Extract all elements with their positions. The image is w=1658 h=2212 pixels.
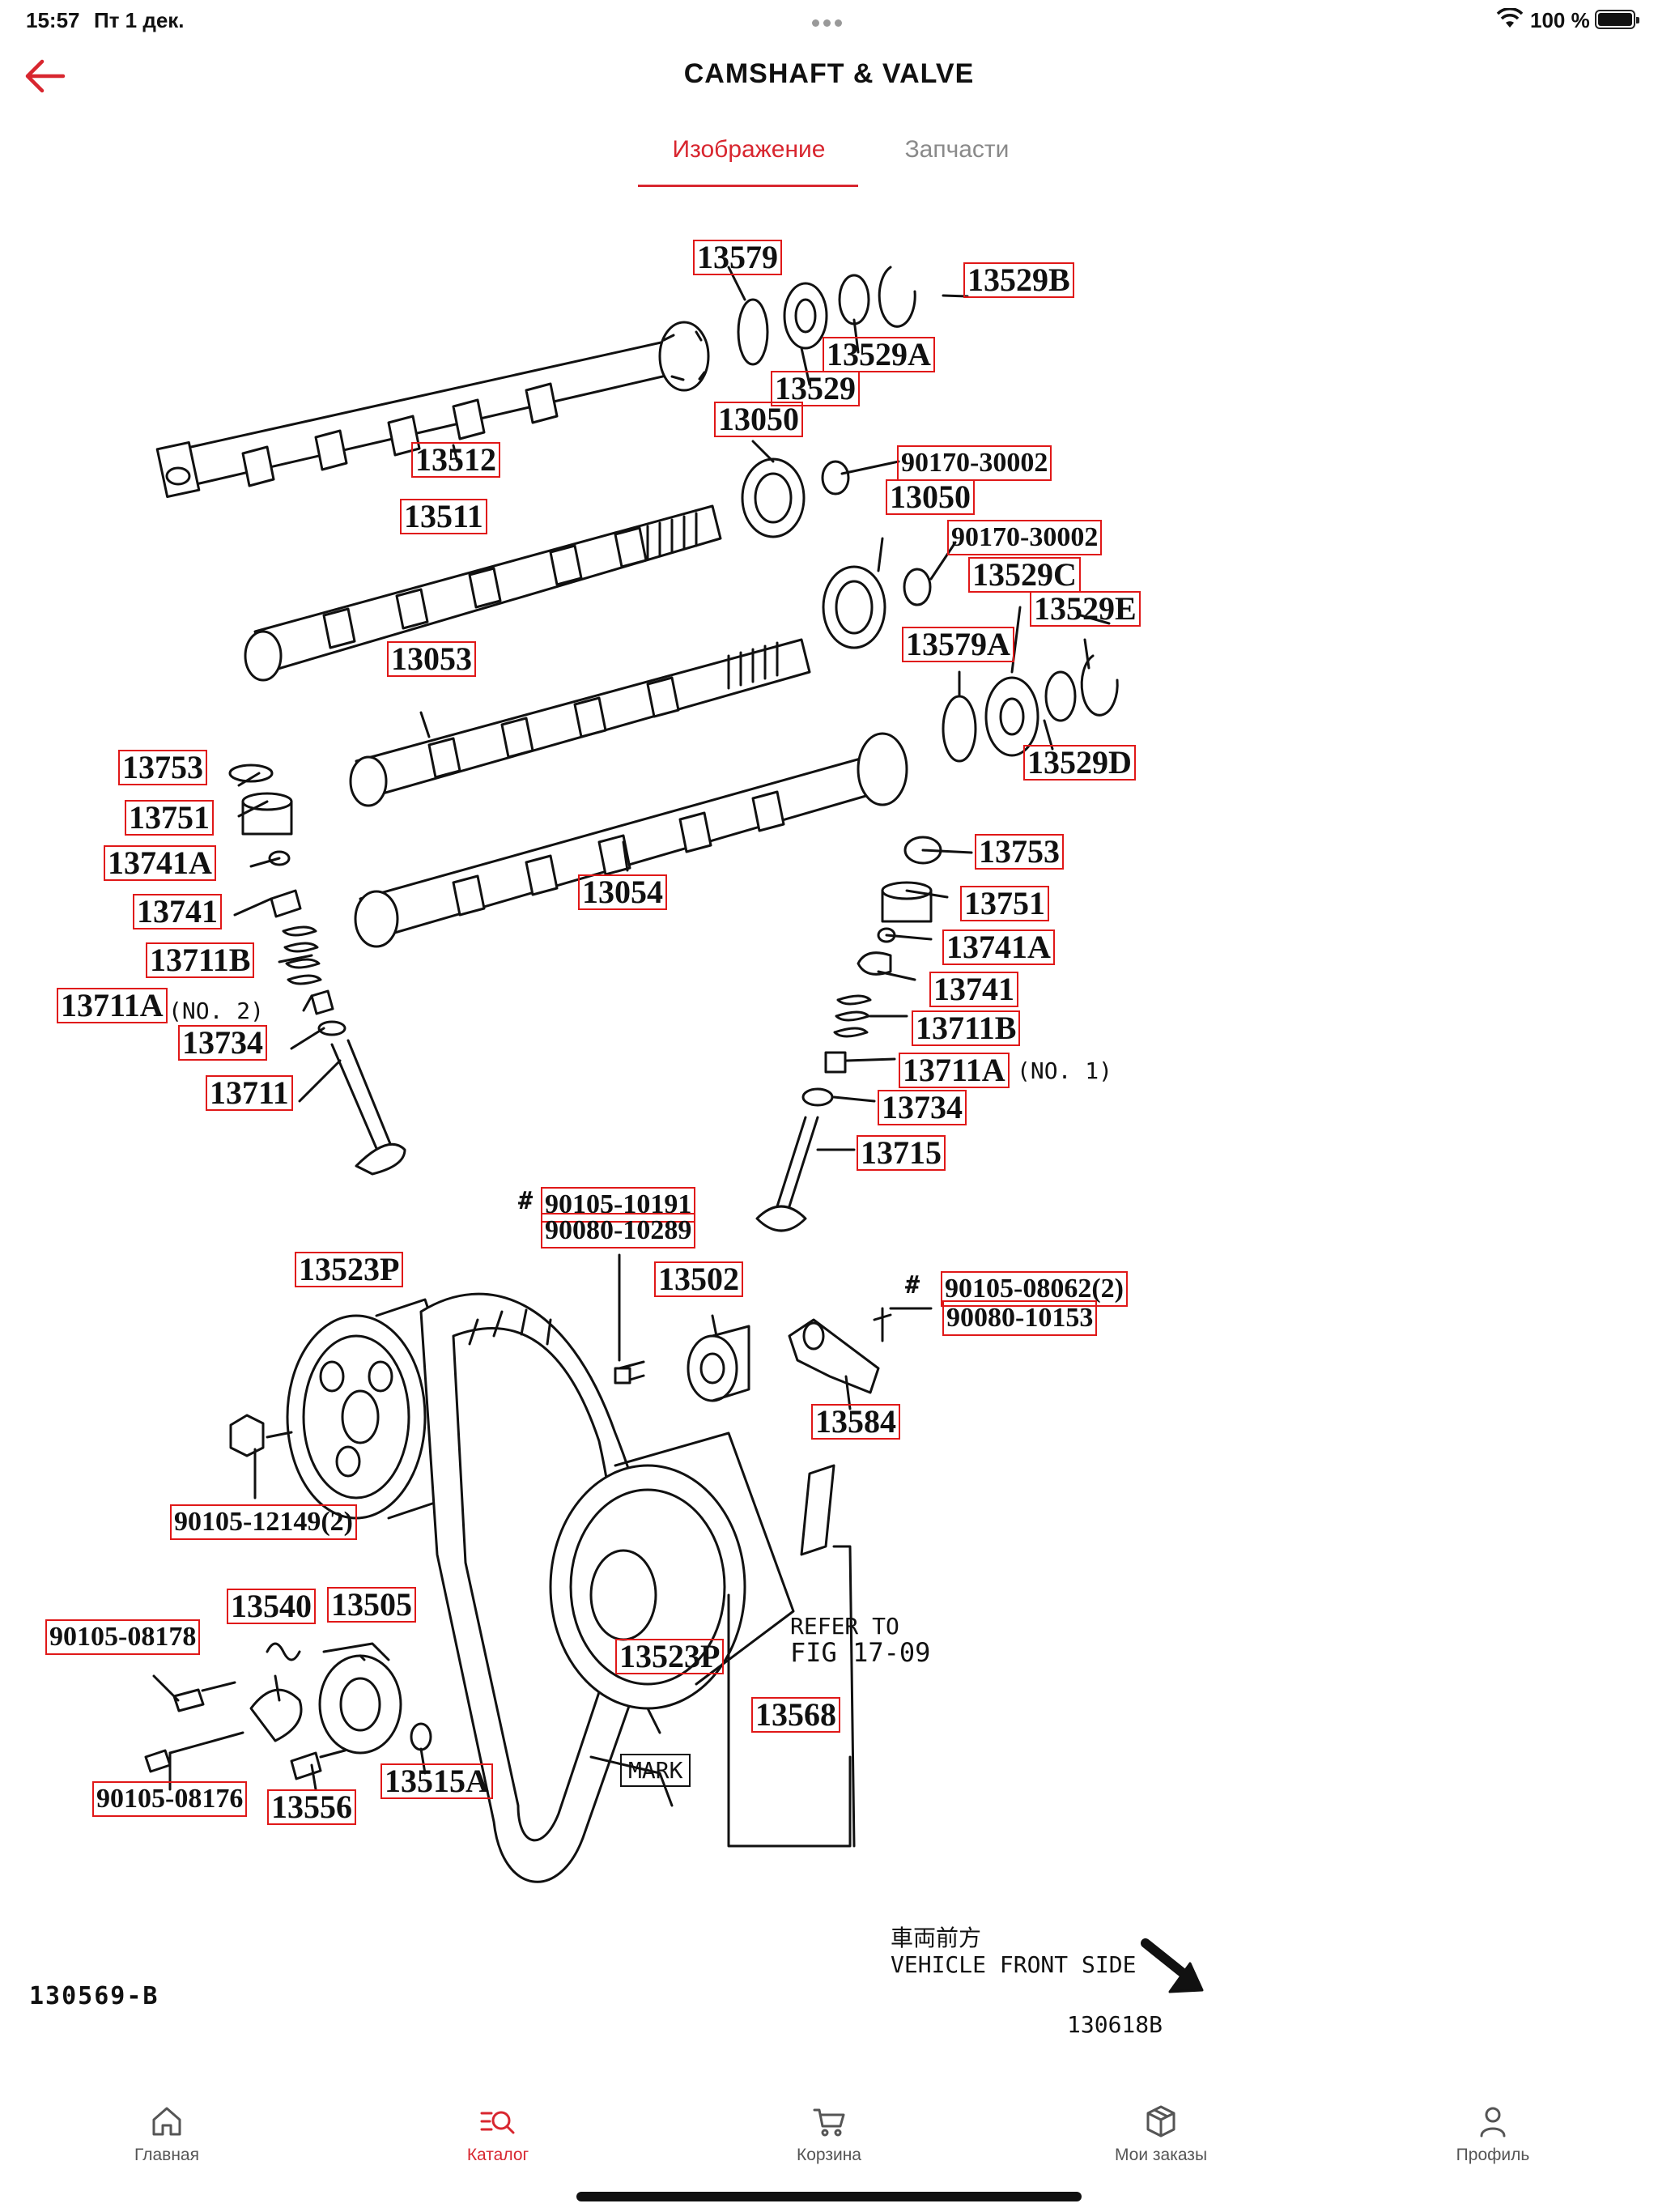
part-label-90105-08176[interactable]: 90105-08176 [92,1781,248,1817]
part-label-13711a-right[interactable]: 13711A [899,1053,1010,1088]
active-tab-indicator [638,185,858,187]
note-code-right: 130618B [1067,2011,1163,2038]
status-time: 15:57 [26,8,80,32]
tab-image[interactable]: Изображение [672,136,826,163]
part-label-13711a-left[interactable]: 13711A [57,988,168,1023]
note-fig: FIG 17-09 [790,1637,931,1668]
part-label-13734-left[interactable]: 13734 [178,1025,267,1061]
status-date: Пт 1 дек. [94,8,185,32]
status-bar: 15:57 Пт 1 дек. 100 % [0,0,1658,39]
wifi-icon [1496,8,1524,28]
arrow-left-icon [25,59,66,93]
note-hash-2: # [905,1271,922,1300]
part-label-13511[interactable]: 13511 [400,499,487,534]
part-label-13523p-upper[interactable]: 13523P [295,1252,404,1287]
tab-bar: Изображение Запчасти [0,130,1658,188]
part-label-13512[interactable]: 13512 [411,442,500,478]
box-icon [1146,2105,1175,2138]
part-label-13529[interactable]: 13529 [771,371,860,406]
part-label-13715[interactable]: 13715 [857,1135,946,1171]
part-label-90170-30002-upper[interactable]: 90170-30002 [897,445,1052,481]
catalog-search-icon [480,2111,515,2134]
nav-catalog[interactable]: Каталог [401,2095,595,2176]
note-no1: (NO. 1) [1017,1057,1113,1084]
part-label-13711[interactable]: 13711 [206,1075,293,1111]
part-label-90080-10153[interactable]: 90080-10153 [942,1300,1098,1336]
part-label-13568[interactable]: 13568 [751,1697,840,1733]
part-label-13741a-right[interactable]: 13741A [942,929,1055,965]
part-label-13529e[interactable]: 13529E [1030,591,1141,627]
part-label-13515a[interactable]: 13515A [380,1763,493,1799]
note-mark: MARK [620,1754,691,1787]
part-label-13050-lower[interactable]: 13050 [886,479,975,515]
part-label-13579[interactable]: 13579 [693,240,782,275]
nav-profile-label: Профиль [1456,2146,1530,2164]
part-label-13753-right[interactable]: 13753 [975,834,1064,870]
part-label-13584[interactable]: 13584 [811,1404,900,1440]
part-label-13753-left[interactable]: 13753 [118,750,207,785]
part-label-13556[interactable]: 13556 [267,1789,356,1825]
battery-percent: 100 % [1530,8,1590,32]
page-title: CAMSHAFT & VALVE [683,58,975,89]
part-label-13751-left[interactable]: 13751 [125,800,214,836]
nav-catalog-label: Каталог [466,2146,529,2164]
part-label-13502[interactable]: 13502 [654,1261,743,1297]
nav-home-label: Главная [134,2146,199,2164]
home-icon [152,2107,181,2136]
part-label-13711b-left[interactable]: 13711B [146,942,255,978]
part-label-13529a[interactable]: 13529A [823,337,935,372]
part-label-13741a-left[interactable]: 13741A [104,845,216,881]
part-label-13741-right[interactable]: 13741 [929,972,1018,1007]
battery-icon [1595,10,1639,29]
part-label-13741-left[interactable]: 13741 [133,894,222,929]
nav-home[interactable]: Главная [70,2095,264,2176]
part-label-90105-08062[interactable]: 90105-08062(2) [941,1271,1128,1307]
back-button[interactable] [23,57,70,96]
part-label-13529c[interactable]: 13529C [968,557,1081,593]
part-label-13505[interactable]: 13505 [327,1587,416,1623]
part-label-13711b-right[interactable]: 13711B [912,1010,1021,1046]
cart-icon [813,2108,845,2137]
note-front-en: VEHICLE FRONT SIDE [891,1951,1137,1978]
note-no2: (NO. 2) [168,998,265,1024]
note-code-left: 130569-B [29,1982,159,2010]
part-label-13529b[interactable]: 13529B [963,262,1074,298]
part-label-13523p-lower[interactable]: 13523P [615,1639,725,1674]
part-label-13540[interactable]: 13540 [227,1589,316,1624]
part-label-13734-right[interactable]: 13734 [878,1090,967,1125]
part-label-90080-10289[interactable]: 90080-10289 [541,1213,696,1249]
part-label-13751-right[interactable]: 13751 [960,886,1049,921]
note-hash-1: # [518,1187,535,1215]
part-label-90105-08178[interactable]: 90105-08178 [45,1619,201,1655]
tab-parts[interactable]: Запчасти [904,136,1010,163]
nav-orders-label: Мои заказы [1114,2146,1208,2164]
nav-cart-label: Корзина [797,2146,861,2164]
part-label-13529d[interactable]: 13529D [1023,745,1136,781]
exploded-view-drawing [144,266,1204,1993]
part-label-13054[interactable]: 13054 [578,874,667,910]
nav-cart[interactable]: Корзина [732,2095,926,2176]
note-front-jp: 車両前方 [891,1925,982,1951]
note-refer: REFER TO [790,1613,899,1640]
part-label-13579a[interactable]: 13579A [902,627,1014,662]
parts-diagram: 13579 13529B 13529A 13529 13050 13512 90… [0,219,1658,2065]
user-icon [1480,2107,1506,2138]
part-label-90170-30002-lower[interactable]: 90170-30002 [947,520,1103,555]
part-label-13050-upper[interactable]: 13050 [714,402,803,437]
bottom-navigation: Главная Каталог Корзина Мои заказы Профи… [0,2095,1658,2184]
nav-orders[interactable]: Мои заказы [1064,2095,1258,2176]
nav-profile[interactable]: Профиль [1396,2095,1590,2176]
part-label-90105-12149[interactable]: 90105-12149(2) [170,1504,357,1540]
multitasking-dots-icon[interactable] [812,16,846,31]
home-indicator[interactable] [576,2192,1082,2201]
part-label-13053[interactable]: 13053 [387,641,476,677]
